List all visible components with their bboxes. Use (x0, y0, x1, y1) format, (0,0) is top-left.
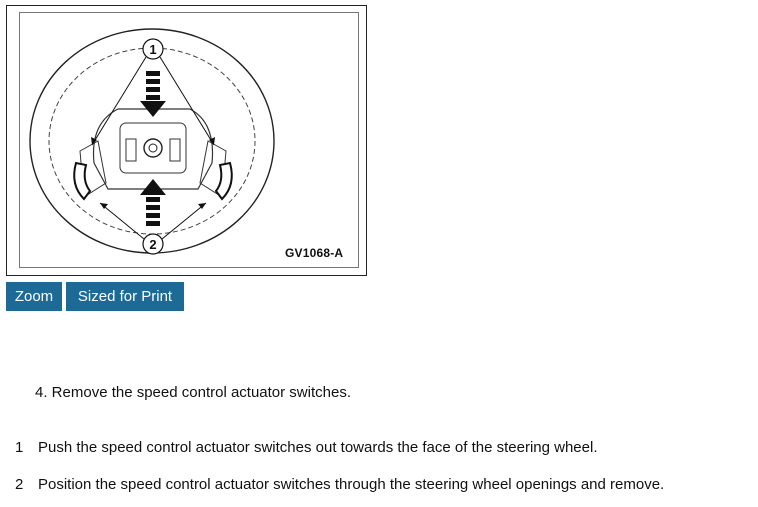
step-heading: 4. Remove the speed control actuator swi… (35, 384, 351, 401)
callout-2 (142, 233, 164, 255)
callout-2-label: 2 (149, 237, 156, 252)
instruction-item: 2 Position the speed control actuator swi… (15, 476, 664, 493)
instruction-text: Push the speed control actuator switches… (38, 439, 598, 456)
instruction-text: Position the speed control actuator swit… (38, 476, 665, 493)
leader-line (99, 202, 145, 240)
leader-line (91, 56, 147, 146)
instruction-number: 1 (15, 439, 24, 456)
right-actuator-switch (214, 161, 233, 201)
zoom-button[interactable]: Zoom (6, 282, 62, 311)
figure-code: GV1068-A (285, 246, 344, 260)
steering-wheel-illustration: 1 2 GV1068-A (19, 12, 359, 268)
arrow-up-icon (140, 179, 166, 195)
wheel-rim-outer (29, 28, 275, 254)
arrow-down-icon (140, 101, 166, 117)
left-actuator-switch (73, 161, 92, 201)
sized-for-print-button[interactable]: Sized for Print (66, 282, 184, 311)
steering-wheel-drawing: 1 2 (29, 28, 275, 255)
wheel-hub (92, 108, 214, 190)
callout-1-label: 1 (149, 42, 156, 57)
hub-mechanism (119, 122, 187, 174)
instruction-item: 1 Push the speed control actuator switche… (15, 439, 598, 456)
instruction-number: 2 (15, 476, 24, 493)
leader-line (159, 56, 215, 146)
callout-1 (142, 38, 164, 60)
hub-center (143, 138, 163, 158)
leader-line (161, 202, 207, 240)
figure-frame: 1 2 GV1068-A (6, 5, 367, 276)
